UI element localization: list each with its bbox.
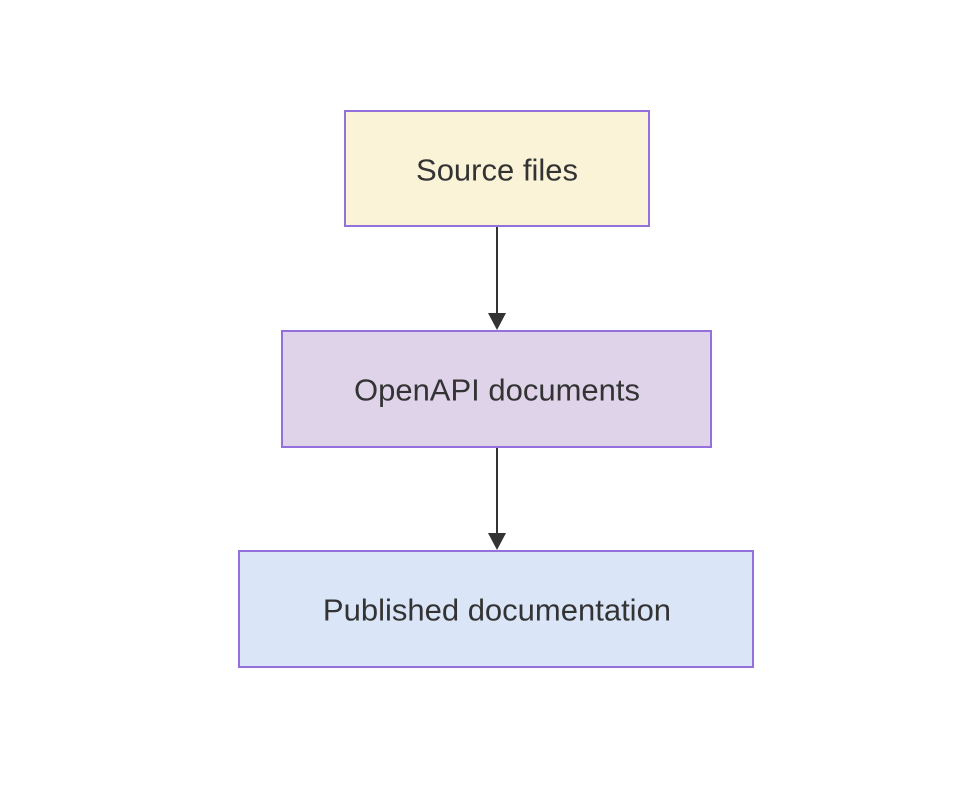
node-openapi-documents: OpenAPI documents bbox=[281, 330, 712, 448]
node-published-documentation: Published documentation bbox=[238, 550, 754, 668]
arrow-down-head bbox=[488, 313, 506, 330]
arrow-down-head bbox=[488, 533, 506, 550]
node-openapi-documents-box bbox=[281, 330, 712, 448]
node-openapi-documents-label: OpenAPI documents bbox=[354, 373, 640, 408]
node-source-files-label: Source files bbox=[416, 153, 578, 188]
edge-source-to-openapi bbox=[488, 227, 506, 330]
node-source-files: Source files bbox=[344, 110, 650, 227]
node-source-files-box bbox=[344, 110, 650, 227]
node-published-documentation-box bbox=[238, 550, 754, 668]
node-published-documentation-label: Published documentation bbox=[323, 593, 671, 628]
edge-openapi-to-published bbox=[488, 448, 506, 550]
